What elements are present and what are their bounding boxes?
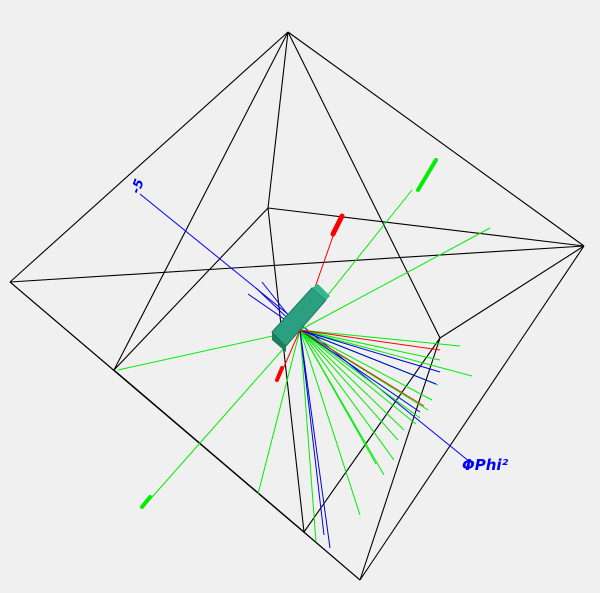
frame-edge xyxy=(113,31,289,371)
green-track xyxy=(299,329,433,401)
frame-edge xyxy=(287,31,585,247)
red-track xyxy=(299,329,425,407)
blue-track xyxy=(299,329,441,373)
blue-track xyxy=(299,329,331,549)
frame-edge xyxy=(9,281,305,533)
green-track xyxy=(299,329,473,377)
blue-track xyxy=(299,329,325,536)
frame-edge xyxy=(267,207,305,533)
frame-edge xyxy=(287,31,441,339)
frame-edge xyxy=(303,531,361,581)
green-track xyxy=(299,227,491,331)
green-track xyxy=(257,329,301,495)
wireframe-box xyxy=(9,31,585,581)
green-track xyxy=(299,329,377,465)
green-marker xyxy=(416,158,438,192)
frame-edge xyxy=(9,31,289,283)
frame-edge xyxy=(267,31,289,209)
red-marker xyxy=(275,366,284,382)
green-track xyxy=(299,329,461,347)
x-axis-label: ΦPhi² xyxy=(462,456,509,474)
green-track xyxy=(299,329,441,361)
y-axis-label: -5 xyxy=(129,177,148,196)
red-track xyxy=(299,329,441,351)
green-track xyxy=(299,329,399,441)
core-side xyxy=(272,332,286,352)
frame-edge xyxy=(267,207,585,247)
frame-edge xyxy=(359,337,441,581)
green-track xyxy=(299,329,361,516)
blue-track xyxy=(299,329,421,413)
green-track xyxy=(299,329,395,461)
core-end xyxy=(312,284,330,300)
green-track xyxy=(299,329,421,419)
frame-edge xyxy=(359,245,585,581)
x-axis-line xyxy=(139,193,471,463)
green-track xyxy=(299,329,417,425)
axes: -5 ΦPhi² xyxy=(129,177,509,474)
red-marker xyxy=(330,213,345,237)
frame-edge xyxy=(303,337,441,533)
frame-edge xyxy=(9,245,585,283)
blue-track xyxy=(299,329,437,385)
green-marker xyxy=(140,495,152,509)
particle-tracks xyxy=(117,189,491,549)
detector-core xyxy=(271,284,330,352)
green-track xyxy=(299,329,405,431)
frame-edge xyxy=(113,207,269,371)
track-end-markers xyxy=(140,158,438,509)
green-track xyxy=(117,329,301,371)
green-track xyxy=(145,329,301,505)
frame-edge xyxy=(439,245,585,339)
green-track xyxy=(299,329,317,543)
